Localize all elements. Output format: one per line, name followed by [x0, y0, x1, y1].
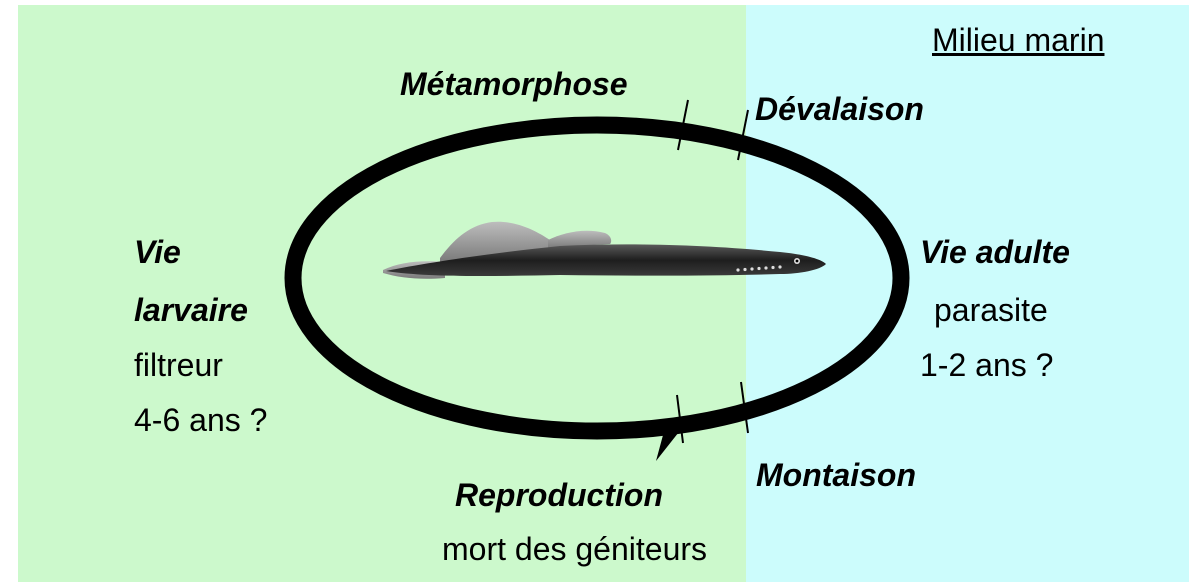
reproduction-note: mort des géniteurs [442, 533, 707, 565]
adult-note-duration: 1-2 ans ? [920, 349, 1053, 381]
stage-label-larval-line1: Vie [134, 236, 181, 268]
stage-label-adult: Vie adulte [920, 236, 1070, 268]
stage-label-montaison: Montaison [756, 459, 916, 491]
adult-note-feeding: parasite [934, 294, 1048, 326]
larval-note-feeding: filtreur [134, 349, 223, 381]
stage-label-larval-line2: larvaire [134, 294, 248, 326]
region-label-marine: Milieu marin [932, 24, 1104, 56]
stage-label-reproduction: Reproduction [455, 479, 663, 511]
stage-label-metamorphose: Métamorphose [400, 68, 628, 100]
stage-label-devalaison: Dévalaison [755, 93, 924, 125]
larval-note-duration: 4-6 ans ? [134, 404, 267, 436]
